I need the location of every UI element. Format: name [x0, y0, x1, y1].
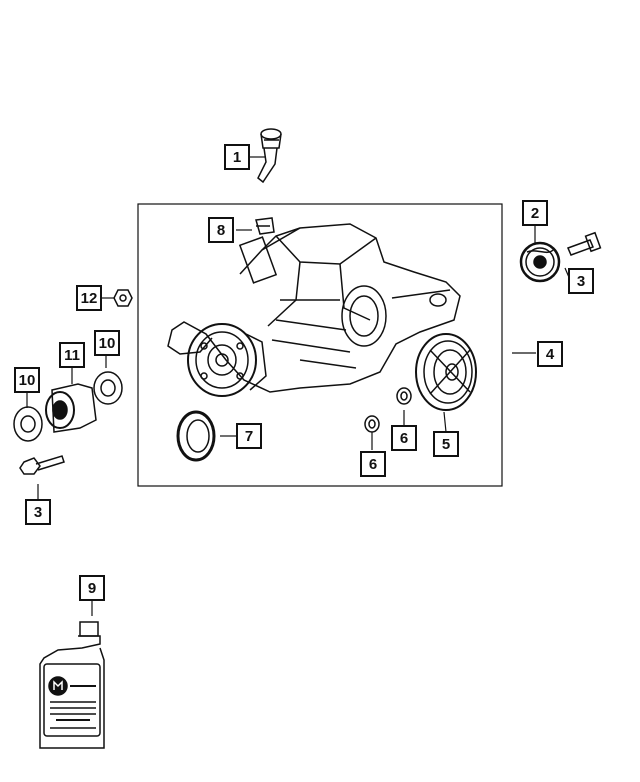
- breather-hose-part: [257, 128, 282, 184]
- plug-upper-part: [396, 387, 412, 405]
- assembly-frame: [137, 203, 503, 487]
- mount-bushing-part: [519, 241, 561, 283]
- callout-2: 2: [522, 200, 548, 226]
- callout-10-right: 10: [94, 330, 120, 356]
- differential-housing-part: [167, 223, 461, 397]
- washer-right-part: [93, 371, 123, 405]
- callout-7: 7: [236, 423, 262, 449]
- callout-4: 4: [537, 341, 563, 367]
- callout-3-right: 3: [568, 268, 594, 294]
- bolt-right-part: [566, 231, 602, 256]
- washer-left-part: [13, 406, 43, 442]
- nut-part: [113, 289, 133, 307]
- callout-11: 11: [59, 342, 85, 368]
- clip-part: [255, 217, 275, 235]
- callout-10-left: 10: [14, 367, 40, 393]
- callout-12: 12: [76, 285, 102, 311]
- bolt-left-part: [19, 455, 65, 475]
- callout-6-lower: 6: [360, 451, 386, 477]
- bushing-left-part: [45, 383, 97, 433]
- plug-lower-part: [364, 415, 380, 433]
- callout-3-left: 3: [25, 499, 51, 525]
- callout-1: 1: [224, 144, 250, 170]
- fluid-bottle-part: [39, 621, 105, 749]
- callout-6-upper: 6: [391, 425, 417, 451]
- callout-9: 9: [79, 575, 105, 601]
- leader-lines: [26, 156, 572, 616]
- seal-part: [176, 410, 216, 462]
- callout-8: 8: [208, 217, 234, 243]
- callout-5: 5: [433, 431, 459, 457]
- cover-part: [415, 333, 477, 411]
